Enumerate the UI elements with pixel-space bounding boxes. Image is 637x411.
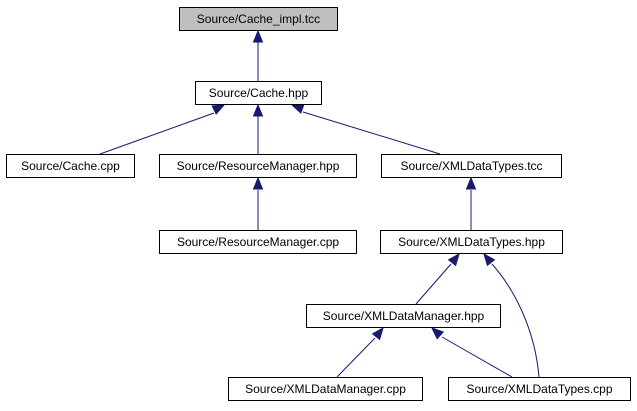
edge-line xyxy=(441,336,513,378)
node-xml-data-manager-hpp[interactable]: Source/XMLDataManager.hpp xyxy=(306,304,501,328)
node-box xyxy=(159,230,357,254)
arrowhead-icon xyxy=(465,176,477,190)
arrowhead-icon xyxy=(483,252,496,267)
node-cache-hpp[interactable]: Source/Cache.hpp xyxy=(195,81,322,105)
node-box xyxy=(448,377,631,401)
arrowhead-icon xyxy=(290,104,305,114)
node-box xyxy=(179,7,338,31)
node-label: Source/XMLDataManager.hpp xyxy=(323,309,485,323)
arrowhead-icon xyxy=(252,103,264,117)
node-resource-manager-cpp[interactable]: Source/ResourceManager.cpp xyxy=(159,230,357,254)
node-box xyxy=(228,377,423,401)
node-box xyxy=(6,154,135,178)
edges-layer xyxy=(99,29,540,378)
node-label: Source/XMLDataManager.cpp xyxy=(245,382,406,396)
edge-xml-data-types-cpp-to-xml-data-manager-hpp xyxy=(431,327,513,378)
edge-resource-manager-cpp-to-resource-manager-hpp xyxy=(252,176,264,230)
node-label: Source/Cache.cpp xyxy=(21,159,120,173)
edge-line xyxy=(99,112,215,155)
node-box xyxy=(380,230,563,254)
edge-xml-data-manager-hpp-to-xml-data-types-hpp xyxy=(415,252,460,305)
node-box xyxy=(195,81,322,105)
edge-xml-data-types-tcc-to-cache-hpp xyxy=(290,104,441,155)
node-label: Source/XMLDataTypes.hpp xyxy=(398,235,545,249)
node-xml-data-manager-cpp[interactable]: Source/XMLDataManager.cpp xyxy=(228,377,423,401)
arrowhead-icon xyxy=(431,327,445,340)
arrowhead-icon xyxy=(211,104,226,115)
node-label: Source/ResourceManager.cpp xyxy=(177,235,339,249)
arrowhead-icon xyxy=(252,29,264,43)
node-label: Source/XMLDataTypes.tcc xyxy=(400,159,542,173)
node-label: Source/XMLDataTypes.cpp xyxy=(466,382,612,396)
arrowhead-icon xyxy=(371,326,384,341)
arrowhead-icon xyxy=(252,176,264,190)
node-xml-data-types-tcc[interactable]: Source/XMLDataTypes.tcc xyxy=(381,154,562,178)
edge-line xyxy=(415,263,452,305)
arrowhead-icon xyxy=(447,252,460,267)
edge-line xyxy=(336,337,376,378)
node-xml-data-types-hpp[interactable]: Source/XMLDataTypes.hpp xyxy=(380,230,563,254)
edge-xml-data-types-cpp-to-xml-data-types-hpp xyxy=(483,252,540,378)
edge-line xyxy=(302,111,441,155)
edge-resource-manager-hpp-to-cache-hpp xyxy=(252,103,264,154)
node-cache-impl-tcc[interactable]: Source/Cache_impl.tcc xyxy=(179,7,338,31)
node-box xyxy=(159,154,357,178)
edge-cache-cpp-to-cache-hpp xyxy=(99,104,226,155)
node-label: Source/ResourceManager.hpp xyxy=(177,159,340,173)
node-box xyxy=(306,304,501,328)
edge-line xyxy=(491,263,540,378)
node-label: Source/Cache_impl.tcc xyxy=(197,12,320,26)
edge-xml-data-types-hpp-to-xml-data-types-tcc xyxy=(465,176,477,230)
node-box xyxy=(381,154,562,178)
nodes-layer: Source/Cache_impl.tcc Source/Cache.hpp S… xyxy=(6,7,631,401)
edge-xml-data-manager-cpp-to-xml-data-manager-hpp xyxy=(336,326,384,378)
node-resource-manager-hpp[interactable]: Source/ResourceManager.hpp xyxy=(159,154,357,178)
node-xml-data-types-cpp[interactable]: Source/XMLDataTypes.cpp xyxy=(448,377,631,401)
node-label: Source/Cache.hpp xyxy=(209,86,309,100)
edge-cache-hpp-to-cache-impl-tcc xyxy=(252,29,264,81)
node-cache-cpp[interactable]: Source/Cache.cpp xyxy=(6,154,135,178)
